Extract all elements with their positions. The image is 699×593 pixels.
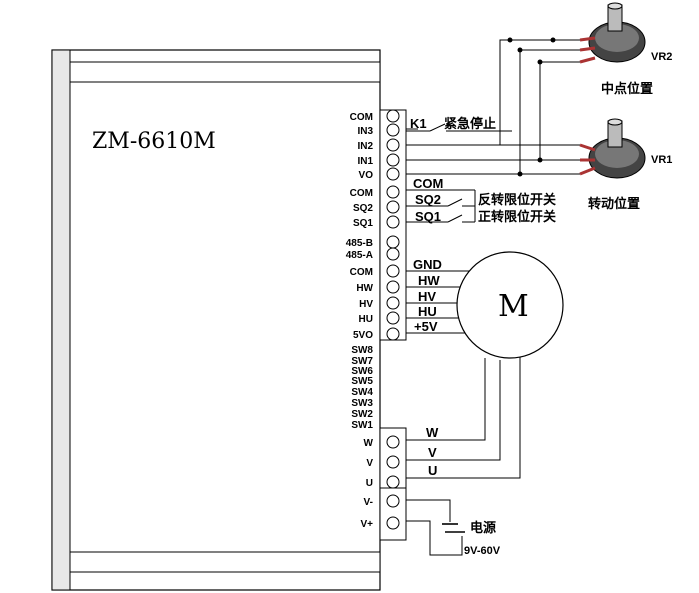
pin-label: COM xyxy=(350,112,373,123)
pin-label: 485-B xyxy=(346,238,373,249)
label-vr1: VR1 xyxy=(651,154,672,166)
junction-dots xyxy=(507,37,556,177)
terminal-screw xyxy=(386,235,400,249)
pin-label: SW2 xyxy=(351,409,373,420)
wire-label-sq2: SQ2 xyxy=(415,192,441,207)
pin-label: W xyxy=(364,438,374,449)
pin-label: IN1 xyxy=(357,156,373,167)
potentiometer-vr2-icon xyxy=(579,2,646,64)
label-psu-range: 9V-60V xyxy=(464,545,501,557)
pin-label: V+ xyxy=(360,519,373,530)
terminal-screw xyxy=(386,296,400,310)
terminal-screw xyxy=(386,435,400,449)
pin-label: COM xyxy=(350,267,373,278)
pin-label: SW8 xyxy=(351,345,373,356)
potentiometer-vr1-icon xyxy=(579,118,646,179)
pin-label: HU xyxy=(359,314,373,325)
pin-label: COM xyxy=(350,188,373,199)
terminal-screw xyxy=(386,200,400,214)
label-estop: 紧急停止 xyxy=(444,116,496,132)
motor xyxy=(456,251,564,359)
pin-label: SQ2 xyxy=(353,203,373,214)
terminal-screw xyxy=(386,138,400,152)
pin-label: SW5 xyxy=(351,376,373,387)
pin-label: SW4 xyxy=(351,387,373,398)
terminal-screw xyxy=(386,185,400,199)
pin-label: HW xyxy=(356,283,373,294)
pin-label: IN2 xyxy=(357,141,373,152)
wire-label-k1: K1 xyxy=(410,116,427,131)
terminal-screw xyxy=(386,264,400,278)
pin-label: SW6 xyxy=(351,366,373,377)
pin-label: SQ1 xyxy=(353,218,373,229)
label-psu: 电源 xyxy=(470,520,496,536)
wire-label-sq1: SQ1 xyxy=(415,209,441,224)
pin-label: V xyxy=(366,458,373,469)
label-fwd-limit: 正转限位开关 xyxy=(478,209,556,225)
terminal-screw xyxy=(386,327,400,341)
pin-label: SW7 xyxy=(351,356,373,367)
driver-housing xyxy=(51,49,381,591)
label-rot-pos: 转动位置 xyxy=(588,196,640,212)
terminal-screw xyxy=(386,475,400,489)
terminal-screw xyxy=(386,455,400,469)
terminal-screw xyxy=(386,247,400,261)
model-name: ZM-6610M xyxy=(92,129,216,154)
label-rev-limit: 反转限位开关 xyxy=(478,192,556,208)
pin-label: 5VO xyxy=(353,330,373,341)
terminal-screw xyxy=(386,516,400,530)
wires xyxy=(406,39,580,556)
pin-label: 485-A xyxy=(346,250,373,261)
wire-label-hv: HV xyxy=(418,289,436,304)
terminal-screw xyxy=(386,153,400,167)
terminal-screw xyxy=(386,109,400,123)
wire-label-u: U xyxy=(428,463,437,478)
pin-label: SW3 xyxy=(351,398,373,409)
terminal-screw xyxy=(386,215,400,229)
wire-label-5v: +5V xyxy=(414,319,438,334)
wire-label-gnd: GND xyxy=(413,257,442,272)
label-vr2: VR2 xyxy=(651,51,672,63)
wire-label-hw: HW xyxy=(418,273,440,288)
pin-label: V- xyxy=(364,497,373,508)
pin-label: U xyxy=(366,478,373,489)
wire-label-v: V xyxy=(428,445,437,460)
terminal-screw xyxy=(386,494,400,508)
wire-label-com: COM xyxy=(413,176,443,191)
pin-label: HV xyxy=(359,299,373,310)
label-mid-pos: 中点位置 xyxy=(601,81,653,97)
wire-label-w: W xyxy=(426,425,439,440)
terminal-screw xyxy=(386,280,400,294)
wire-label-hu: HU xyxy=(418,304,437,319)
motor-label: M xyxy=(498,289,529,324)
pin-label: SW1 xyxy=(351,420,373,431)
terminal-screw xyxy=(386,167,400,181)
pin-label: VO xyxy=(359,170,374,181)
terminal-screw xyxy=(386,311,400,325)
terminal-screw xyxy=(386,123,400,137)
pin-label: IN3 xyxy=(357,126,373,137)
